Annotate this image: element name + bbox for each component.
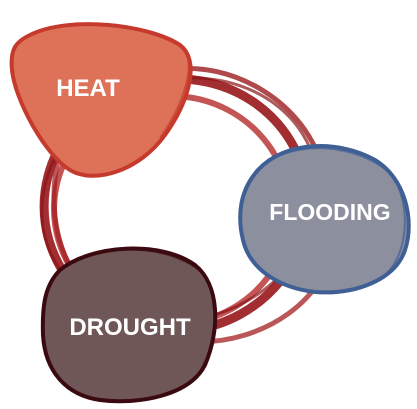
flooding-blob [238,144,411,295]
heat-label: HEAT [56,75,120,102]
drought-node: DROUGHT [40,246,218,404]
drought-blob-brush [54,248,216,379]
drought-label: DROUGHT [69,314,191,341]
drought-blob [40,246,218,404]
heat-blob-brush [34,23,190,139]
heat-node: HEAT [9,22,193,178]
flooding-blob-brush [261,147,406,276]
flooding-label: FLOODING [269,199,390,225]
flooding-node: FLOODING [238,144,411,295]
